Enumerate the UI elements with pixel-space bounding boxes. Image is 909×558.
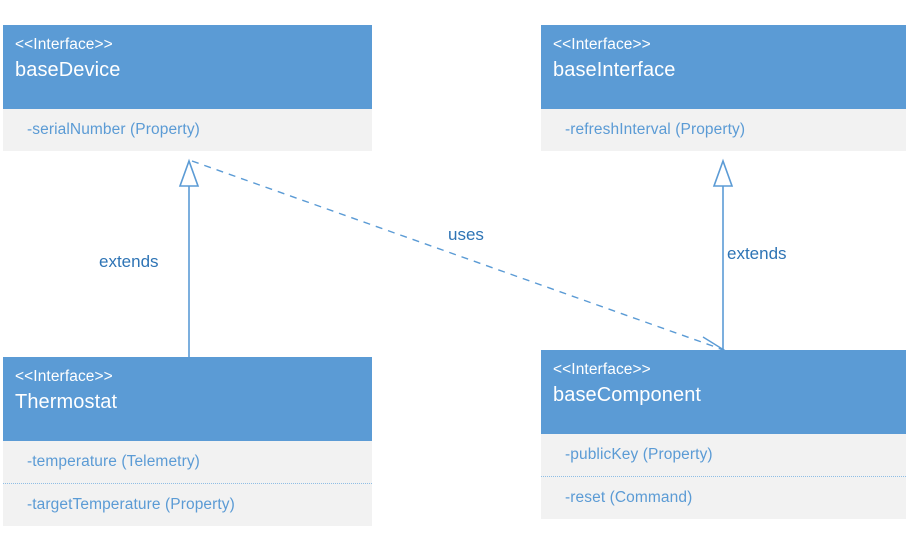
class-box-basedevice[interactable]: <<Interface>> baseDevice -serialNumber (… (3, 25, 372, 151)
class-members-baseinterface: -refreshInterval (Property) (541, 109, 906, 151)
class-title: baseDevice (15, 59, 121, 81)
edge-label-extends-left: extends (99, 252, 159, 271)
class-header-basedevice: <<Interface>> baseDevice (3, 25, 372, 109)
class-stereotype: <<Interface>> (553, 36, 651, 53)
class-member: -refreshInterval (Property) (565, 121, 746, 138)
class-members-thermostat: -temperature (Telemetry) -targetTemperat… (3, 441, 372, 526)
class-box-thermostat[interactable]: <<Interface>> Thermostat -temperature (T… (3, 357, 372, 526)
edge-line-uses (191, 160, 725, 351)
class-member: -targetTemperature (Property) (3, 483, 372, 526)
class-members-basedevice: -serialNumber (Property) (3, 109, 372, 151)
class-header-basecomponent: <<Interface>> baseComponent (541, 350, 906, 434)
edge-basedevice-uses-basecomponent (191, 160, 727, 353)
edge-label-uses: uses (448, 225, 484, 244)
hollow-triangle-arrow-icon-right (712, 158, 734, 187)
class-header-thermostat: <<Interface>> Thermostat (3, 357, 372, 441)
class-title: baseComponent (553, 384, 702, 406)
class-box-baseinterface[interactable]: <<Interface>> baseInterface -refreshInte… (541, 25, 906, 151)
class-member: -publicKey (Property) (565, 446, 713, 463)
edge-thermostat-extends-basedevice (178, 158, 200, 357)
class-stereotype: <<Interface>> (15, 368, 113, 385)
hollow-triangle-arrow-icon-left (178, 158, 200, 187)
class-member: -temperature (Telemetry) (27, 453, 200, 470)
class-stereotype: <<Interface>> (553, 361, 651, 378)
class-stereotype: <<Interface>> (15, 36, 113, 53)
class-box-basecomponent[interactable]: <<Interface>> baseComponent -publicKey (… (541, 350, 906, 519)
class-title: Thermostat (15, 391, 118, 413)
edge-label-extends-right: extends (727, 244, 787, 263)
class-title: baseInterface (553, 59, 676, 81)
class-header-baseinterface: <<Interface>> baseInterface (541, 25, 906, 109)
class-member: -reset (Command) (541, 476, 906, 519)
class-member: -serialNumber (Property) (27, 121, 200, 138)
class-members-basecomponent: -publicKey (Property) -reset (Command) (541, 434, 906, 519)
